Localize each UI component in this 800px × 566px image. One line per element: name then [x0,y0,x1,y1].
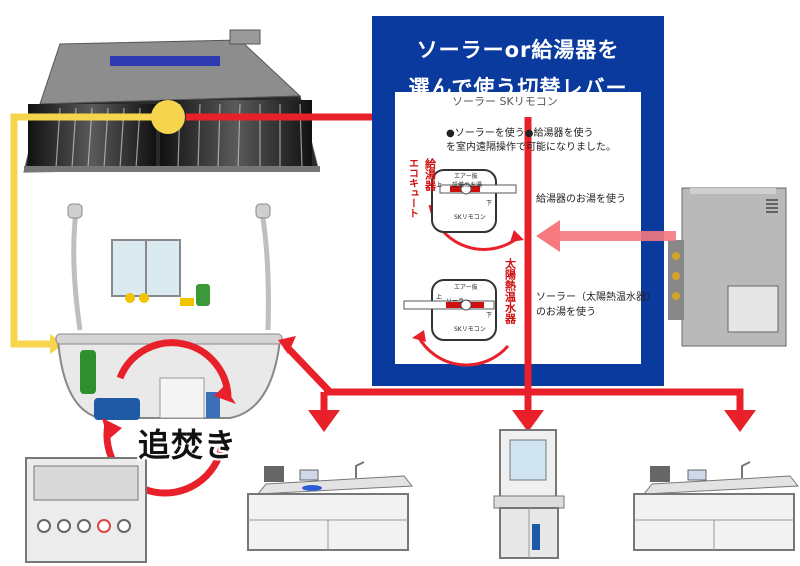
label-water-heater-vertical: 給湯器 [423,158,437,191]
bathtub-icon [55,203,283,420]
dial-heater [428,169,524,251]
dial-solar [403,279,510,367]
dial1-side-top: 上 [436,182,443,189]
dial1-bottom-label: SKリモコン [454,214,486,221]
label-ecocute-vertical: エコキュート [406,158,418,218]
label-use-solar-1: ソーラー（太陽熱温水器） [536,292,656,303]
pink-arrow [536,220,676,252]
card-bullet-line-1: ●ソーラーを使う●給湯器を使う [446,128,594,139]
dial2-side-top: 上 [436,294,443,301]
yellow-pipe [10,100,185,354]
water-heater-icon [668,187,787,347]
dial2-bottom-label: SKリモコン [454,326,486,333]
title-line-2: 選んで使う切替レバー [408,76,628,100]
dial2-text: ソーラー [446,298,471,305]
dial1-top-label: エアー抜 [454,173,478,180]
red-pipes [283,117,744,424]
dial1-text: 設備のお湯 [452,182,483,189]
red-arrowheads [278,336,756,432]
label-use-heater: 給湯器のお湯を使う [536,194,626,205]
dial1-side-bottom: 下 [486,200,493,207]
bath-controller-icon [25,457,147,563]
dial2-side-bottom: 下 [486,312,493,319]
reheat-label: 追焚き [138,426,238,464]
label-use-solar-2: のお湯を使う [536,307,596,318]
title-line-1: ソーラーor給湯器を [416,38,620,62]
washbasin-icon [493,429,565,559]
kitchen-sink-right-icon [633,461,799,551]
label-solar-vertical: 太陽熱温水器 [503,258,517,324]
dial2-top-label: エアー抜 [454,284,478,291]
reheat-arrows [102,339,236,497]
card-bullet-line-2: を室内遠隔操作で可能になりました。 [446,142,616,153]
card-header: ソーラー SKリモコン [452,95,558,108]
kitchen-sink-icon [247,461,413,551]
